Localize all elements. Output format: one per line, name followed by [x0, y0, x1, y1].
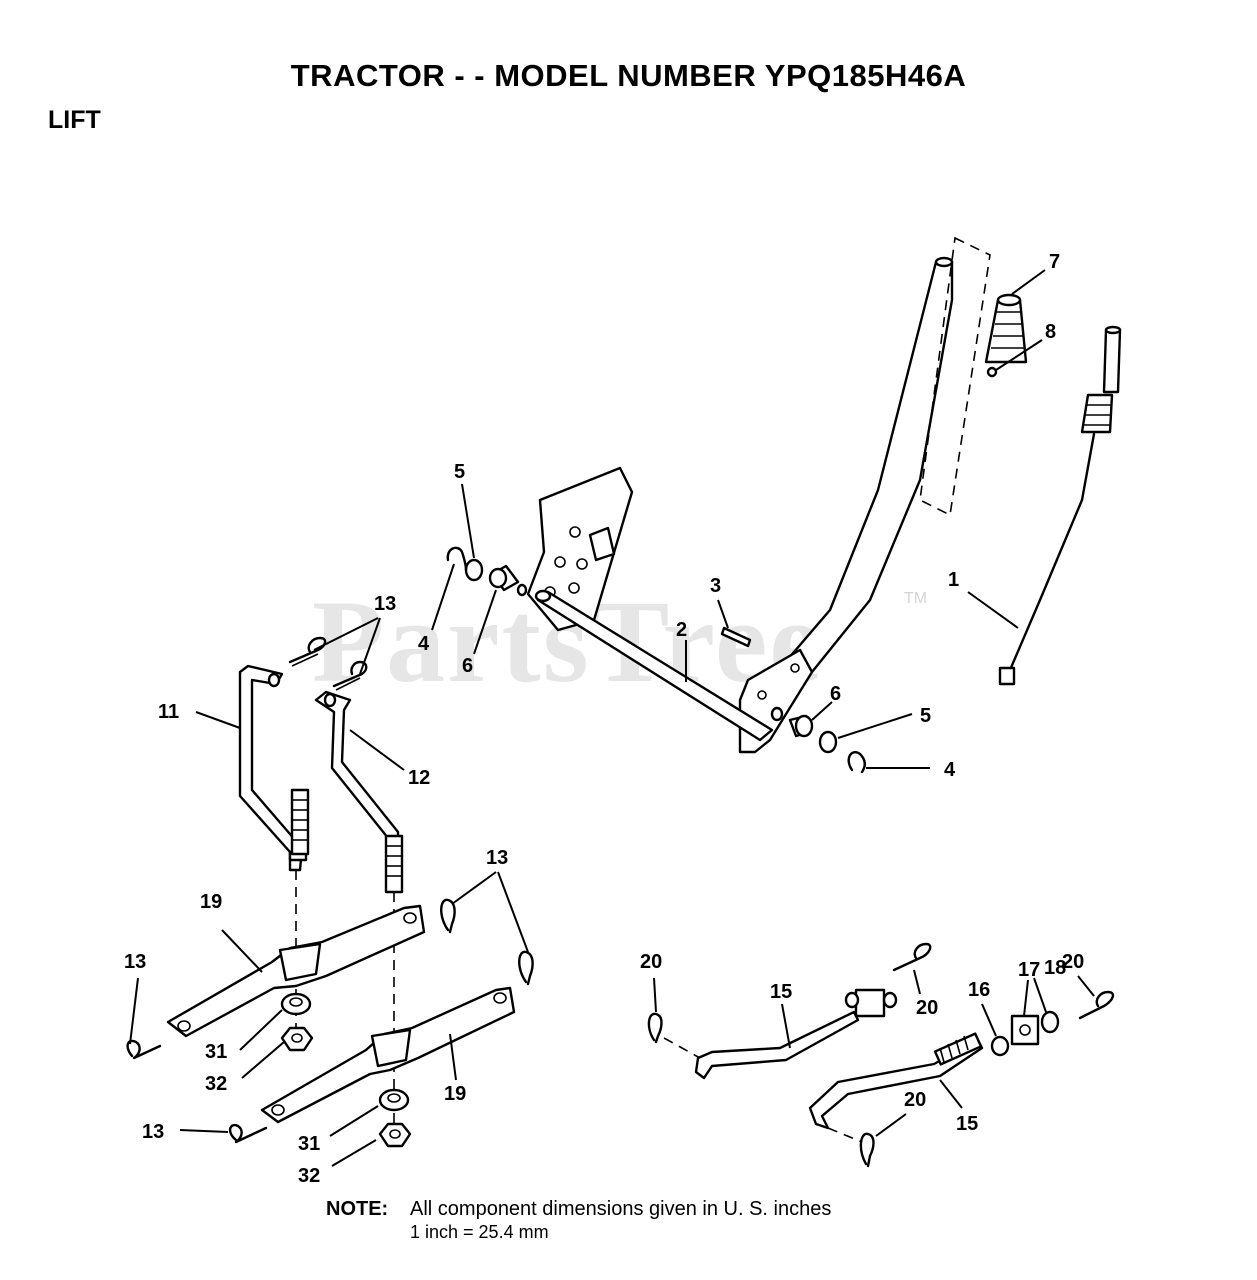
nut-part-32-upper	[280, 1026, 314, 1052]
lift-arm-part-19-lower	[260, 986, 516, 1124]
lift-arm-part-19-upper	[166, 904, 426, 1038]
note-conversion: 1 inch = 25.4 mm	[410, 1222, 549, 1242]
trunnion-upper	[844, 988, 898, 1018]
callout-4-upper: 4	[418, 633, 430, 655]
hair-pin-part-13-mid-a	[440, 898, 456, 934]
adjustment-rod-part-15-upper	[694, 1010, 860, 1080]
callout-15-lower: 15	[956, 1113, 978, 1135]
hair-pin-part-20-left	[647, 1012, 663, 1044]
washer-part-5-right	[818, 730, 838, 754]
retainer-part-4-right	[847, 751, 866, 774]
hair-pin-part-13-upper-b	[332, 660, 368, 691]
callout-11: 11	[158, 701, 179, 723]
set-screw-part-8	[986, 366, 998, 378]
section-title: LIFT	[48, 106, 101, 134]
callout-16: 16	[968, 979, 990, 1001]
watermark-trademark: TM	[904, 590, 928, 607]
callout-19-upper: 19	[200, 891, 222, 913]
knob-part-7	[984, 293, 1028, 364]
callout-12: 12	[408, 767, 430, 789]
retainer-part-4-left	[446, 546, 468, 572]
threaded-end-part-12	[384, 834, 404, 894]
bushing-part-6-right	[770, 706, 814, 738]
callout-13-left: 13	[124, 951, 146, 973]
callout-8: 8	[1045, 321, 1056, 343]
callout-15-upper: 15	[770, 981, 792, 1003]
callout-7: 7	[1049, 251, 1060, 273]
lift-handle	[738, 256, 954, 754]
callout-4-lower: 4	[944, 759, 956, 781]
callout-31-upper: 31	[205, 1041, 227, 1063]
washer-part-5-left	[464, 558, 484, 582]
callout-labels: 7 8 1 5 3 2 4 6 6 5 4 13 11 12 13 19 13 …	[124, 251, 1084, 1187]
callout-17: 17	[1018, 959, 1040, 981]
hair-pin-part-13-mid-b	[518, 950, 534, 986]
nut-part-18	[1040, 1010, 1060, 1034]
callout-1: 1	[948, 569, 959, 591]
assembly-line-pin-upper	[663, 1037, 701, 1059]
callout-32-upper: 32	[205, 1073, 227, 1095]
bushing-part-6-left	[488, 564, 528, 597]
lift-rod-part-1	[998, 325, 1122, 686]
threaded-end-part-11	[290, 788, 310, 856]
spacer-part-31-upper	[280, 992, 312, 1016]
hair-pin-part-20-right	[1078, 990, 1115, 1020]
callout-31-lower: 31	[298, 1133, 320, 1155]
callout-20-upper: 20	[916, 997, 938, 1019]
roll-pin-part-3	[720, 626, 752, 648]
callout-5-lower: 5	[920, 705, 931, 727]
callout-3: 3	[710, 575, 721, 597]
mounting-bracket	[526, 466, 634, 632]
nut-part-32-lower	[378, 1122, 412, 1148]
washer-part-16	[990, 1035, 1010, 1057]
callout-13-upper: 13	[374, 593, 396, 615]
callout-32-lower: 32	[298, 1165, 320, 1187]
handle-grip-outline	[919, 236, 991, 517]
callout-19-lower: 19	[444, 1083, 466, 1105]
lift-shaft-part-2	[534, 589, 774, 742]
callout-5-upper: 5	[454, 461, 465, 483]
note-text: All component dimensions given in U. S. …	[410, 1198, 832, 1220]
callout-13-bottom: 13	[142, 1121, 164, 1143]
callout-20-lower: 20	[904, 1089, 926, 1111]
diagram-title: TRACTOR - - MODEL NUMBER YPQ185H46A	[290, 58, 967, 93]
callout-13-mid: 13	[486, 847, 508, 869]
callout-18: 18	[1044, 957, 1066, 979]
hair-pin-part-20-upper	[892, 942, 932, 972]
callout-6-lower: 6	[830, 683, 841, 705]
spacer-part-31-lower	[378, 1088, 410, 1112]
callout-6-upper: 6	[462, 655, 473, 677]
callout-20-left: 20	[640, 951, 662, 973]
callout-2: 2	[676, 619, 687, 641]
trunnion-part-17	[1010, 1014, 1040, 1046]
adjustment-rod-part-15-lower	[808, 1032, 984, 1130]
hair-pin-part-13-bottom	[228, 1123, 268, 1144]
note-label: NOTE:	[326, 1198, 389, 1220]
hair-pin-part-13-upper-a	[288, 636, 327, 667]
hair-pin-part-20-lower	[859, 1132, 875, 1168]
callout-20-right: 20	[1062, 951, 1084, 973]
hair-pin-part-13-left	[126, 1039, 162, 1060]
assembly-line-pin-lower	[827, 1127, 863, 1143]
